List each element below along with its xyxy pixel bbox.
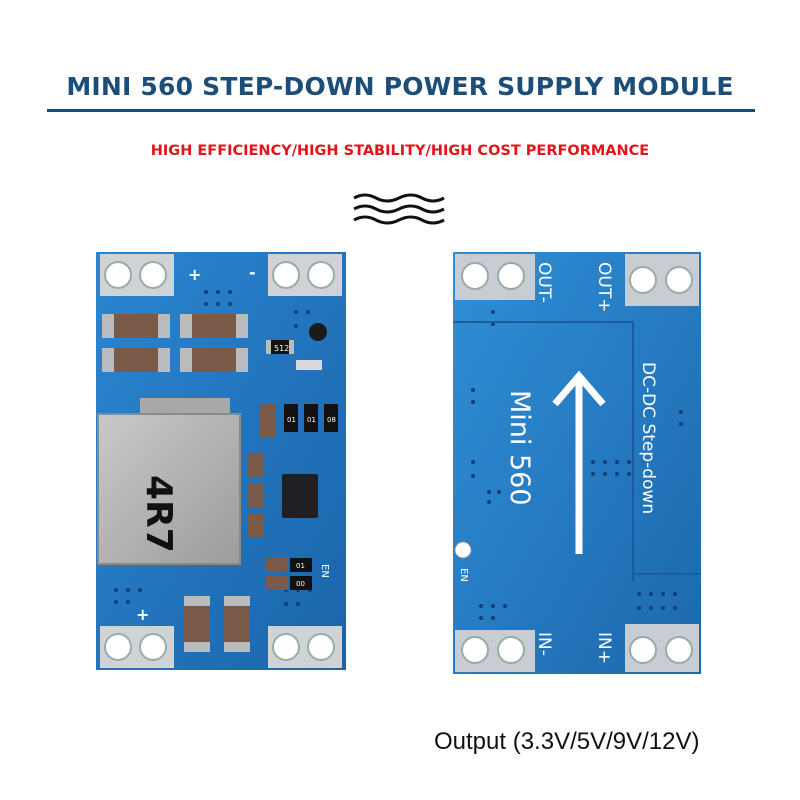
in-minus-pads	[455, 630, 535, 672]
bottom-right-pads	[268, 626, 342, 668]
copper-traces	[453, 321, 701, 582]
model-label: Mini 560	[504, 390, 535, 506]
en-pad	[454, 541, 472, 559]
via-dots	[114, 290, 312, 606]
smd-capacitor	[248, 454, 264, 478]
resistor-512: 512	[266, 340, 294, 354]
in-minus-label: IN-	[534, 632, 554, 656]
input-capacitors	[102, 314, 248, 372]
output-caption: Output (3.3V/5V/9V/12V)	[434, 728, 700, 755]
out-plus-label: OUT+	[594, 262, 614, 312]
smd-code: 00	[296, 580, 305, 588]
smd-code: 01	[287, 416, 296, 424]
resistor-code: 512	[274, 344, 289, 353]
description-label: DC-DC Step-down	[638, 362, 658, 514]
led-indicator	[309, 323, 327, 341]
wave-divider-icon	[353, 193, 445, 225]
smd-resistor-row: 01 01 08	[260, 404, 338, 438]
out-minus-pads	[455, 254, 535, 300]
out-plus-pads	[625, 254, 699, 306]
page-subtitle: HIGH EFFICIENCY/HIGH STABILITY/HIGH COST…	[150, 143, 650, 159]
smd-code: 01	[296, 562, 305, 570]
top-left-pads	[100, 254, 174, 296]
regulator-chip	[282, 474, 318, 518]
front-pcb-board: + - 512 4R7 01 01	[96, 252, 346, 670]
smd-part	[296, 360, 322, 370]
smd-code: 08	[327, 416, 336, 424]
front-en-label: EN	[319, 564, 330, 578]
output-capacitors	[184, 596, 250, 652]
smd-capacitor	[248, 514, 264, 538]
title-underline	[47, 109, 755, 112]
front-bottom-plus-label: +	[136, 605, 149, 624]
front-plus-label: +	[188, 265, 201, 284]
bottom-smd-parts: 01 00	[266, 558, 312, 590]
out-minus-label: OUT-	[534, 262, 554, 303]
in-plus-pads	[625, 624, 699, 672]
inductor-marking: 4R7	[138, 475, 179, 553]
smd-code: 01	[307, 416, 316, 424]
smd-capacitor	[248, 484, 264, 508]
back-en-label: EN	[458, 568, 469, 582]
up-arrow-icon	[552, 370, 606, 554]
top-right-pads	[268, 254, 342, 296]
front-minus-label: -	[249, 263, 256, 282]
in-plus-label: IN+	[594, 632, 614, 664]
inductor: 4R7	[97, 398, 241, 565]
via-dots	[471, 310, 683, 620]
back-pcb-board: OUT- OUT+ Mini 560 DC-DC Step-down EN IN	[453, 252, 701, 674]
page-title: MINI 560 STEP-DOWN POWER SUPPLY MODULE	[66, 72, 734, 101]
bottom-left-pads	[100, 626, 174, 668]
